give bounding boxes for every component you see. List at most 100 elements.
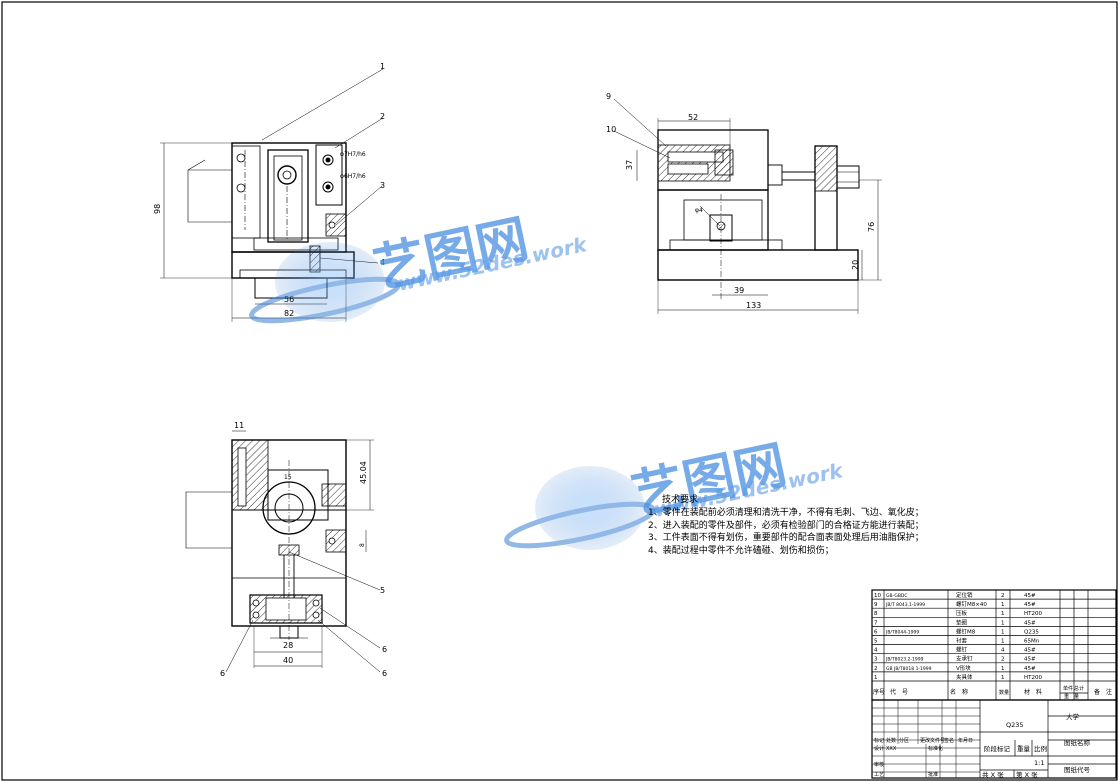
rev-label-4: 签名 xyxy=(944,737,954,744)
role-design: 设计 xyxy=(874,745,884,752)
rev-label-2: 分区 xyxy=(899,737,909,744)
bom-row-no: 10 xyxy=(874,593,881,599)
bom-row-code: JB/T8044-1999 xyxy=(885,629,919,635)
drawing-code: 图纸代号 xyxy=(1064,765,1091,774)
bom-row-material: HT200 xyxy=(1024,611,1042,617)
technical-requirements: 技术要求 1、零件在装配前必须清理和清洗干净，不得有毛刺、飞边、氧化皮； 2、进… xyxy=(648,494,924,558)
top-view-labels: 11 15 45.04 28 40 8 5 6 6 6 xyxy=(220,421,387,678)
bom-row-name: 压板 xyxy=(956,609,968,617)
bom-row-qty: 1 xyxy=(1001,611,1005,617)
tech-requirement-2: 2、进入装配的零件及部件，必须有检验部门的合格证方能进行装配； xyxy=(648,520,924,531)
bom-row-name: 螺钉 xyxy=(956,646,968,654)
bom-header: 序号 代 号 名 称 数量 材 料 单件 总计 重 量 备 注 xyxy=(873,685,1112,700)
bom-row-no: 2 xyxy=(874,666,878,672)
front-view xyxy=(160,68,384,322)
balloon-4: 4 xyxy=(380,258,385,267)
bom-header-note: 备 注 xyxy=(1094,688,1112,696)
bom-row-code: GB-GBDC xyxy=(886,593,908,599)
bom-row-material: 45# xyxy=(1024,620,1036,626)
role-review: 审核 xyxy=(874,761,884,768)
balloon-3: 3 xyxy=(380,181,385,190)
balloon-6a: 6 xyxy=(220,669,225,678)
role-approve: 批准 xyxy=(928,771,938,778)
sheet-no: 第 X 张 xyxy=(1016,770,1038,779)
side-view xyxy=(613,98,882,314)
bom-header-qty: 数量 xyxy=(999,689,1009,696)
dim-front-82: 82 xyxy=(284,309,294,318)
bom-header-code: 代 号 xyxy=(890,688,908,696)
school-name: 大学 xyxy=(1066,712,1080,721)
bom-row-name: 螺钉M8 xyxy=(956,627,976,635)
bom-row-material: HT200 xyxy=(1024,675,1042,681)
material-label: Q235 xyxy=(1006,721,1024,729)
bom-row-material: 45# xyxy=(1024,657,1036,663)
dim-side-39: 39 xyxy=(734,286,744,295)
bom-row-qty: 2 xyxy=(1001,657,1005,663)
watermark-globe-icon xyxy=(249,242,401,324)
rev-label-3: 更改文件号 xyxy=(920,737,945,744)
balloon-6b: 6 xyxy=(382,645,387,654)
dim-top-8: 8 xyxy=(359,543,366,547)
dim-front-height: 98 xyxy=(153,204,162,214)
tech-requirement-1: 1、零件在装配前必须清理和清洗干净，不得有毛刺、飞边、氧化皮； xyxy=(648,507,924,518)
dim-side-133: 133 xyxy=(746,301,761,310)
bom-row-qty: 1 xyxy=(1001,675,1005,681)
bom-header-material: 材 料 xyxy=(1024,688,1042,696)
dim-side-76: 76 xyxy=(867,222,876,232)
fit-note-1: φ7H7/h6 xyxy=(340,151,366,158)
stage-label: 阶段标记 xyxy=(984,744,1011,753)
title-block-text: Q235 大学 图纸名称 图纸代号 阶段标记 重量 比例 1:1 共 X 张 第… xyxy=(874,712,1091,779)
tech-requirement-3: 3、工件表面不得有划伤，重要部件的配合面表面处理后用油脂保护； xyxy=(648,533,924,544)
bom-row-name: 支承钉 xyxy=(956,655,973,663)
title-block xyxy=(871,699,1117,779)
bom-row-no: 6 xyxy=(874,629,878,635)
bom-header-unit: 单件 xyxy=(1063,685,1073,692)
role-standard: 标准化 xyxy=(928,745,943,752)
bom-row-name: V形块 xyxy=(956,664,971,672)
side-view-labels: 9 10 52 37 φ4 39 133 76 20 xyxy=(606,92,876,310)
bom-header-name: 名 称 xyxy=(950,688,968,696)
dim-top-40: 40 xyxy=(283,656,293,665)
bom-row-no: 4 xyxy=(874,648,878,654)
designer-name: XXX xyxy=(886,746,897,752)
bom-row-name: 定位销 xyxy=(956,591,973,599)
title-block-rev-grid xyxy=(872,700,980,778)
bom-row-material: 65Mn xyxy=(1024,639,1040,645)
bom-row-no: 5 xyxy=(874,639,878,645)
bom-header-total: 总计 xyxy=(1074,685,1084,692)
rev-label-1: 处数 xyxy=(886,737,896,744)
balloon-6c: 6 xyxy=(382,669,387,678)
balloon-10: 10 xyxy=(606,125,616,134)
dim-top-11: 11 xyxy=(234,421,244,430)
bom-header-weight: 重 量 xyxy=(1064,693,1079,700)
bom-row-qty: 1 xyxy=(1001,629,1005,635)
dim-side-37: 37 xyxy=(625,160,634,170)
bom-row-code: GB JB/T8018 1-1999 xyxy=(886,666,932,672)
watermark-globe-icon-2 xyxy=(504,466,656,550)
bom-row-no: 9 xyxy=(874,602,878,608)
bom-row-no: 3 xyxy=(874,657,878,663)
bom-row-no: 8 xyxy=(874,611,878,617)
rev-label-5: 年月日 xyxy=(958,737,973,744)
balloon-2: 2 xyxy=(380,112,385,121)
dim-side-phi4: φ4 xyxy=(695,207,703,214)
rev-label-0: 标记 xyxy=(874,737,884,744)
dim-top-45: 45.04 xyxy=(359,461,368,484)
bom-row-name: 夹具体 xyxy=(956,673,973,681)
bom-row-qty: 1 xyxy=(1001,620,1005,626)
bom-row-qty: 1 xyxy=(1001,602,1005,608)
bom-table xyxy=(871,589,1117,701)
dim-side-20: 20 xyxy=(851,260,860,270)
top-view xyxy=(185,430,381,673)
fit-note-2: φ6H7/h6 xyxy=(340,173,366,180)
role-process: 工艺 xyxy=(874,772,884,778)
bom-header-no: 序号 xyxy=(873,688,885,696)
bom-row-code: JB/T 8043.1-1999 xyxy=(885,602,925,608)
bom-row-name: 衬套 xyxy=(956,637,968,645)
scale-value: 1:1 xyxy=(1034,759,1044,767)
bom-row-material: 45# xyxy=(1024,666,1036,672)
drawing-name: 图纸名称 xyxy=(1064,738,1091,747)
